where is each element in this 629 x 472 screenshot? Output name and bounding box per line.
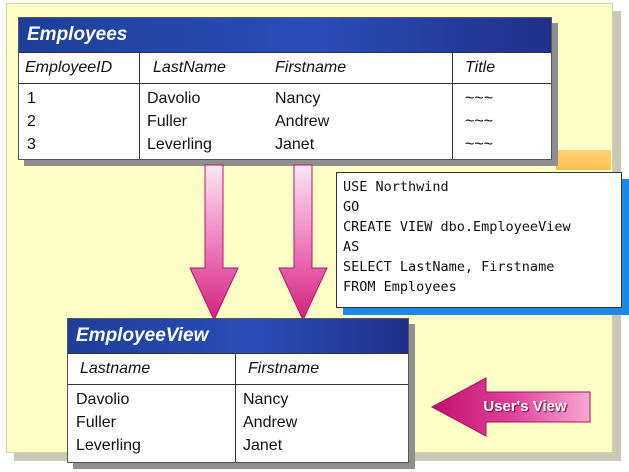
header-firstname: Firstname — [248, 360, 320, 377]
cell-title: ~~~ — [465, 113, 494, 130]
employees-header-row: EmployeeID LastName Firstname Title — [19, 53, 551, 84]
cell-title: ~~~ — [465, 90, 494, 107]
header-firstname: Firstname — [275, 59, 347, 76]
cell-lastname: Davolio — [147, 90, 201, 107]
cell-lastname: Fuller — [76, 414, 117, 431]
employees-table: Employees EmployeeID LastName Firstname … — [18, 17, 552, 160]
employeeview-header-row: Lastname Firstname — [68, 354, 408, 385]
employeeview-table-title: EmployeeView — [68, 319, 408, 354]
column-divider — [139, 53, 140, 159]
code-line: SELECT LastName, Firstname — [343, 259, 555, 275]
cell-firstname: Andrew — [243, 414, 298, 431]
left-arrow-icon — [430, 377, 591, 437]
decorative-strip — [556, 150, 611, 170]
code-line: AS — [343, 239, 360, 255]
employees-table-title: Employees — [19, 18, 551, 53]
header-employeeid: EmployeeID — [25, 59, 113, 76]
employeeview-table: EmployeeView Lastname Firstname Davolio … — [67, 318, 409, 463]
cell-id: 2 — [27, 113, 36, 130]
cell-firstname: Nancy — [275, 90, 321, 107]
cell-firstname: Andrew — [275, 113, 330, 130]
down-arrow-icon — [189, 164, 239, 322]
cell-lastname: Leverling — [76, 437, 141, 454]
cell-lastname: Leverling — [147, 136, 212, 153]
cell-id: 3 — [27, 136, 36, 153]
column-divider — [235, 354, 236, 462]
code-line: FROM Employees — [343, 279, 457, 295]
column-divider — [452, 53, 453, 159]
header-lastname: Lastname — [80, 360, 151, 377]
code-line: CREATE VIEW dbo.EmployeeView — [343, 219, 571, 235]
cell-title: ~~~ — [465, 136, 494, 153]
cell-firstname: Janet — [275, 136, 315, 153]
down-arrow-icon — [278, 164, 328, 322]
code-line: GO — [343, 199, 360, 215]
cell-id: 1 — [27, 90, 36, 107]
sql-code-box: USE Northwind GO CREATE VIEW dbo.Employe… — [336, 172, 622, 308]
header-title: Title — [465, 59, 496, 76]
cell-firstname: Nancy — [243, 391, 289, 408]
cell-lastname: Davolio — [76, 391, 130, 408]
users-view-label: User's View — [483, 398, 567, 415]
cell-firstname: Janet — [243, 437, 283, 454]
cell-lastname: Fuller — [147, 113, 188, 130]
header-lastname: LastName — [153, 59, 226, 76]
code-line: USE Northwind — [343, 179, 449, 195]
